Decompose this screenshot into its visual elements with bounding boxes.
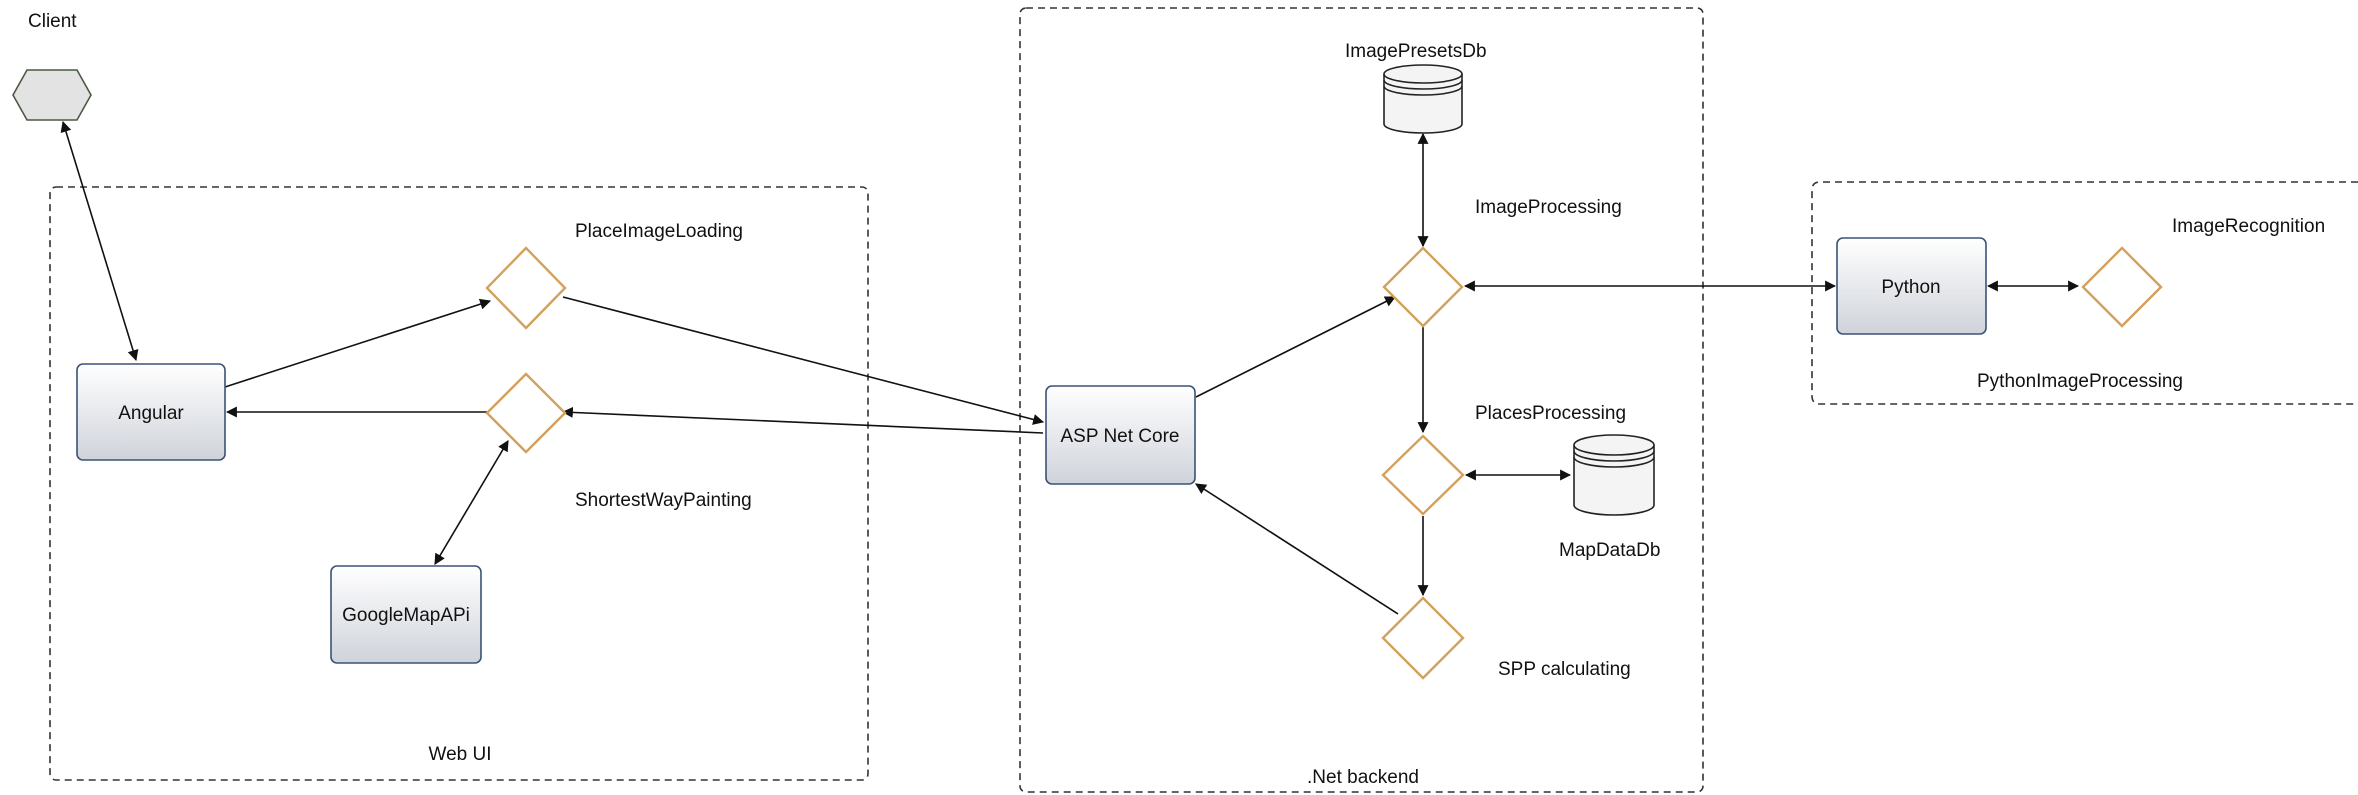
web-ui-group — [49, 186, 869, 781]
edge-angular-placeimageloading — [224, 298, 492, 388]
placeimageloading-diamond[interactable] — [485, 246, 567, 330]
imagepresetsdb-label: ImagePresetsDb — [1345, 41, 1487, 62]
imagepresetsdb-database-icon[interactable] — [1383, 64, 1463, 134]
image-recognition-group — [1811, 181, 2358, 405]
edge-asp-imageprocessing — [1195, 296, 1396, 398]
client-hexagon-icon[interactable] — [12, 69, 92, 121]
client-label: Client — [28, 11, 77, 32]
edge-client-angular — [60, 120, 139, 362]
placesprocessing-label: PlacesProcessing — [1475, 403, 1626, 424]
python-box[interactable] — [1836, 237, 1987, 335]
imageprocessing-diamond[interactable] — [1382, 246, 1464, 328]
edge-shortestwaypainting-googlemap — [434, 440, 509, 565]
shortestwaypainting-diamond[interactable] — [485, 372, 567, 454]
googlemapapi-box[interactable] — [330, 565, 482, 664]
angular-box[interactable] — [76, 363, 226, 461]
imagerecognition-label: ImageRecognition — [2172, 216, 2325, 237]
shortestwaypainting-label: ShortestWayPainting — [575, 490, 752, 511]
imageprocessing-label: ImageProcessing — [1475, 197, 1622, 218]
edge-sppcalculating-asp — [1195, 483, 1399, 615]
googlemapapi-label: GoogleMapAPi — [342, 605, 470, 626]
placesprocessing-diamond[interactable] — [1381, 434, 1465, 516]
mapdatadb-database-icon[interactable] — [1573, 434, 1655, 516]
edge-asp-shortestwaypainting — [561, 406, 1044, 434]
net-backend-group-label: .Net backend — [1307, 767, 1419, 788]
mapdatadb-label: MapDataDb — [1559, 540, 1660, 561]
placeimageloading-label: PlaceImageLoading — [575, 221, 743, 242]
python-label: Python — [1881, 277, 1940, 298]
sppcalculating-label: SPP calculating — [1498, 659, 1631, 680]
asp-net-core-label: ASP Net Core — [1061, 426, 1180, 447]
imagerecognition-diamond[interactable] — [2081, 246, 2163, 328]
angular-label: Angular — [118, 403, 184, 424]
edge-placeimageloading-asp — [562, 296, 1045, 425]
sppcalculating-diamond[interactable] — [1381, 596, 1465, 680]
web-ui-group-label: Web UI — [428, 744, 491, 765]
asp-net-core-box[interactable] — [1045, 385, 1196, 485]
pythonimageprocessing-label: PythonImageProcessing — [1977, 371, 2183, 392]
